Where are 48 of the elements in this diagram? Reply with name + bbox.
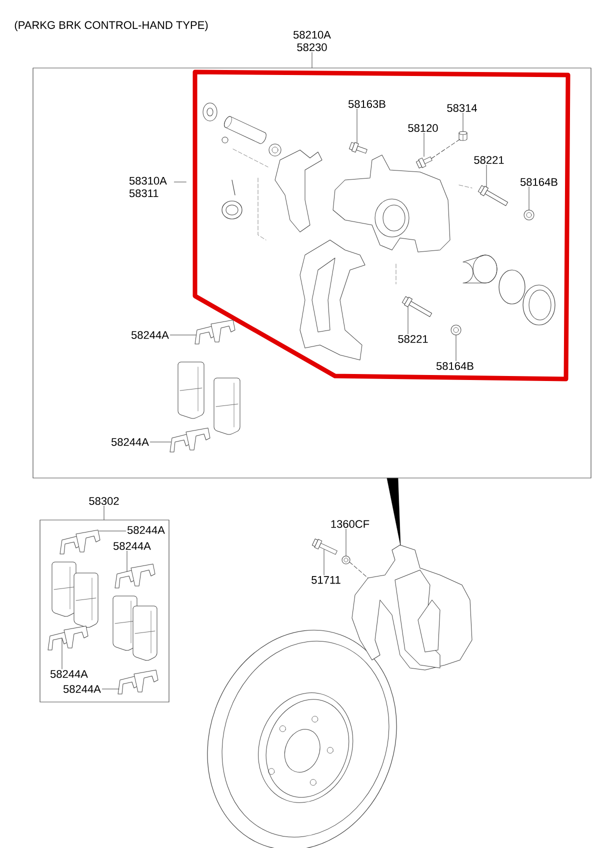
pad-clip-drawing: [48, 626, 88, 650]
part-number: 58221: [474, 156, 504, 164]
part-number: 58244A: [50, 670, 88, 678]
leader-line: [462, 112, 464, 132]
part-number: 58164B: [520, 178, 558, 186]
leader-line: [126, 550, 128, 572]
assembly-line: [349, 562, 368, 578]
leader-line: [356, 108, 358, 144]
pad-clip-drawing: [170, 428, 210, 452]
part-number: 58221: [398, 335, 428, 343]
part-number: 58244A: [131, 331, 169, 339]
part-number: 58244A: [113, 542, 151, 550]
guide-bolt-drawing: [478, 185, 508, 206]
nut-drawing: [524, 210, 534, 220]
leader-line: [528, 186, 530, 210]
leader-line: [486, 164, 487, 188]
part-number: 58310A 58311: [129, 176, 167, 198]
pad-clip-drawing: [194, 320, 236, 344]
part-number: 58314: [447, 104, 477, 112]
leader-line: [170, 334, 196, 336]
group-frame: [32, 68, 592, 478]
pad-clip-drawing: [118, 670, 158, 694]
group-frame: [40, 520, 170, 702]
cap-drawing: [458, 131, 468, 141]
caliper-assembly-drawing: [352, 544, 472, 670]
leader-line: [98, 530, 126, 532]
part-number: 58302: [89, 497, 119, 505]
pointer-wedge: [386, 478, 401, 546]
nut-drawing: [450, 324, 462, 336]
part-number: 58164B: [436, 362, 474, 370]
part-number: 58244A: [63, 685, 101, 693]
leader-line: [102, 688, 120, 690]
pad-clip-drawing: [60, 530, 100, 554]
part-number: 58244A: [111, 438, 149, 446]
part-number: 58244A: [127, 526, 165, 534]
bolt-drawing: [312, 538, 338, 555]
title: (PARKG BRK CONTROL-HAND TYPE): [14, 20, 208, 32]
part-number: 51711: [312, 576, 340, 584]
washer-drawing: [342, 556, 350, 564]
part-number: 58163B: [348, 100, 386, 108]
pad-clip-drawing: [114, 564, 156, 588]
part-number: 1360CF: [331, 520, 370, 528]
bolt-drawing: [348, 142, 368, 154]
part-number: 58210A 58230: [293, 30, 331, 52]
part-number: 58120: [408, 124, 438, 132]
bleeder-screw-drawing: [416, 156, 432, 168]
assembly-line: [431, 139, 460, 159]
guide-bolt-drawing: [402, 296, 432, 317]
